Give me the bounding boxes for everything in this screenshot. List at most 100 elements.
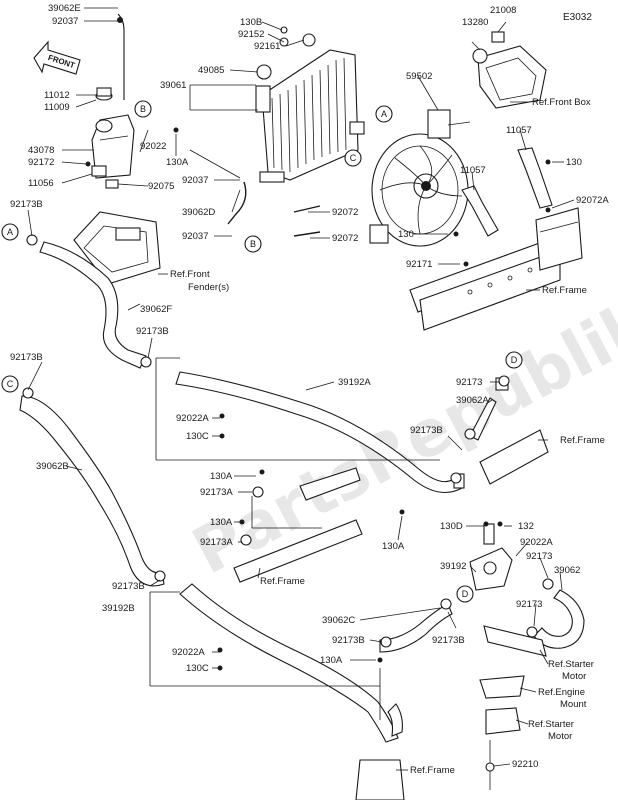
part-label: 92173 [516, 599, 542, 610]
diagram-code: E3032 [563, 12, 592, 23]
clamp-icons [22, 17, 554, 772]
part-label: 130A [382, 541, 405, 552]
part-label: 92161 [254, 41, 280, 52]
part-label: 130B [240, 17, 262, 28]
part-label: 92022A [520, 537, 553, 548]
part-label: 13280 [462, 17, 488, 28]
part-label: 92173 [526, 551, 552, 562]
part-label: 92072 [332, 207, 358, 218]
part-label: 39192B [102, 603, 135, 614]
ref-engine-mount-label-2: Mount [560, 699, 587, 710]
part-label: 39062D [182, 207, 215, 218]
part-label: 39062F [140, 304, 172, 315]
thermostat-housing-shape [469, 523, 513, 591]
callout-D1-label: D [511, 355, 518, 365]
callout-D1: D [505, 351, 523, 369]
hose-39062C-shape [379, 603, 453, 653]
part-label: 92172 [28, 157, 54, 168]
part-label: 39062A [456, 395, 489, 406]
callout-A2-label: A [381, 109, 387, 119]
part-label: 92075 [148, 181, 174, 192]
part-label: 92022A [172, 647, 205, 658]
callout-C1-label: C [7, 379, 14, 389]
part-label: 39062C [322, 615, 355, 626]
part-label: 39192 [440, 561, 466, 572]
callout-A2: A [375, 105, 393, 123]
pipe-39192B-shape [179, 583, 403, 743]
part-label: 130A [210, 471, 233, 482]
part-label: 21008 [490, 5, 516, 16]
part-label: 59502 [406, 71, 432, 82]
ref-engine-mount-label: Ref.Engine [538, 687, 585, 698]
part-label: 92173B [410, 425, 443, 436]
callout-C1: C [1, 375, 19, 393]
ref-starter-motor-label-2: Motor [548, 731, 572, 742]
part-label: 11057 [506, 125, 532, 136]
radiator-shape [255, 49, 365, 183]
part-label: 92072 [332, 233, 358, 244]
front-box-bracket-shape [472, 31, 547, 109]
part-label: 130C [186, 663, 209, 674]
part-label: 92072A [576, 195, 609, 206]
part-label: 39061 [160, 80, 186, 91]
callout-C2: C [344, 149, 362, 167]
part-label: 92173B [10, 352, 43, 363]
reference-labels: Ref.Front Box Ref.Frame Ref.Front Fender… [170, 97, 605, 776]
lower-brackets-shape [479, 625, 547, 790]
part-label: 92173A [200, 487, 233, 498]
callout-B1: B [134, 100, 152, 118]
part-label: 92173B [332, 635, 365, 646]
part-label: 130D [440, 521, 463, 532]
ref-frame-label: Ref.Frame [260, 576, 305, 587]
part-label: 92152 [238, 29, 264, 40]
part-label: 132 [518, 521, 534, 532]
callout-A1-label: A [7, 227, 13, 237]
part-label: 130 [566, 157, 582, 168]
part-label: 92037 [182, 175, 208, 186]
callout-A1: A [1, 223, 19, 241]
part-label: 49085 [198, 65, 224, 76]
lower-frame-supports-shape [233, 429, 549, 800]
ref-starter-motor-label-2: Motor [562, 671, 586, 682]
part-label: 130 [398, 229, 414, 240]
part-label: 92173B [432, 635, 465, 646]
part-label: 92173B [10, 199, 43, 210]
ref-front-fender-label: Ref.Front [170, 269, 210, 280]
callout-D2: D [456, 585, 474, 603]
front-arrow-icon: FRONT [33, 40, 81, 75]
part-number-labels: 39062E 92037 11012 11009 43078 92172 110… [10, 3, 609, 770]
fan-assembly-shape [369, 109, 471, 247]
part-label: 92173A [200, 537, 233, 548]
hose-39062-shape [533, 589, 585, 649]
part-label: 92210 [512, 759, 538, 770]
frame-rails-shape [409, 147, 583, 331]
hose-39062B-shape [19, 395, 165, 587]
ref-frame-label: Ref.Frame [410, 765, 455, 776]
ref-front-fender-label-2: Fender(s) [188, 282, 229, 293]
callout-B1-label: B [140, 104, 146, 114]
part-label: 92173B [136, 326, 169, 337]
part-label: 39062E [48, 3, 81, 14]
part-label: 92171 [406, 259, 432, 270]
ref-frame-label: Ref.Frame [542, 285, 587, 296]
part-label: 92037 [52, 16, 78, 27]
part-label: 39062B [36, 461, 69, 472]
callout-C2-label: C [350, 153, 357, 163]
ref-starter-motor-label: Ref.Starter [548, 659, 594, 670]
part-label: 11009 [44, 102, 70, 113]
part-label: 39192A [338, 377, 371, 388]
part-label: 11012 [44, 90, 70, 101]
reserve-tank-shape [91, 13, 135, 189]
part-label: 92037 [182, 231, 208, 242]
part-label: 11056 [28, 178, 54, 189]
callout-B2-label: B [250, 239, 256, 249]
drain-line-39062D-shape [227, 181, 321, 237]
leader-lines [27, 7, 575, 771]
hose-39062F-shape [39, 241, 147, 369]
part-label: 92173B [112, 581, 145, 592]
part-label: 130A [166, 157, 189, 168]
ref-frame-label: Ref.Frame [560, 435, 605, 446]
part-label: 130C [186, 431, 209, 442]
ref-front-box-label: Ref.Front Box [532, 97, 591, 108]
